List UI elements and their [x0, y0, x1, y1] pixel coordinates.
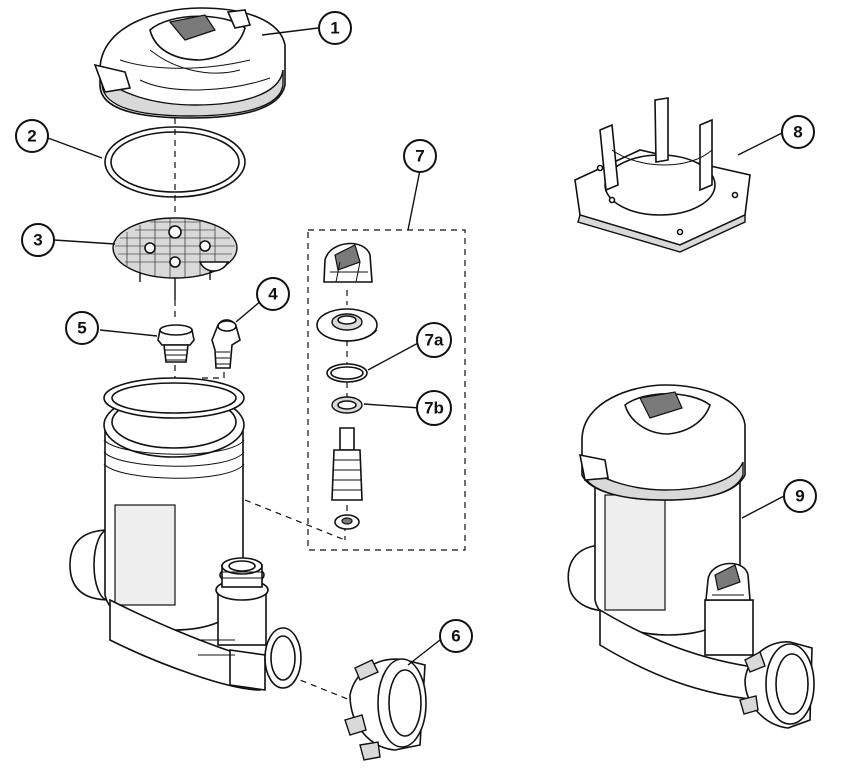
svg-text:1: 1 — [330, 19, 339, 38]
svg-text:5: 5 — [77, 319, 86, 338]
valve-assembly-part — [307, 229, 466, 551]
callout-5: 5 — [65, 311, 99, 345]
leader-lines — [47, 27, 785, 666]
grid-plate-part — [112, 217, 238, 300]
svg-text:9: 9 — [795, 487, 804, 506]
svg-text:2: 2 — [27, 127, 36, 146]
callout-3: 3 — [21, 223, 55, 257]
mounting-bracket-part — [574, 97, 751, 253]
svg-text:7b: 7b — [424, 399, 444, 418]
assembled-unit-part — [567, 384, 815, 729]
svg-text:7: 7 — [415, 147, 424, 166]
callout-4: 4 — [256, 277, 290, 311]
elbow-fitting-part — [211, 319, 241, 369]
union-nut-part — [344, 658, 427, 761]
svg-text:8: 8 — [793, 123, 802, 142]
chlorinator-body — [69, 377, 302, 691]
callout-2: 2 — [15, 119, 49, 153]
lid-part — [93, 7, 286, 119]
callout-1: 1 — [318, 11, 352, 45]
callout-7a: 7a — [416, 322, 452, 358]
callout-8: 8 — [781, 115, 815, 149]
callout-6: 6 — [439, 619, 473, 653]
svg-text:7a: 7a — [425, 331, 444, 350]
svg-text:6: 6 — [451, 627, 460, 646]
svg-text:4: 4 — [268, 285, 278, 304]
svg-text:3: 3 — [33, 231, 42, 250]
callout-7b: 7b — [416, 390, 452, 426]
callout-7: 7 — [403, 139, 437, 173]
callout-9: 9 — [783, 479, 817, 513]
bushing-part — [157, 324, 195, 363]
